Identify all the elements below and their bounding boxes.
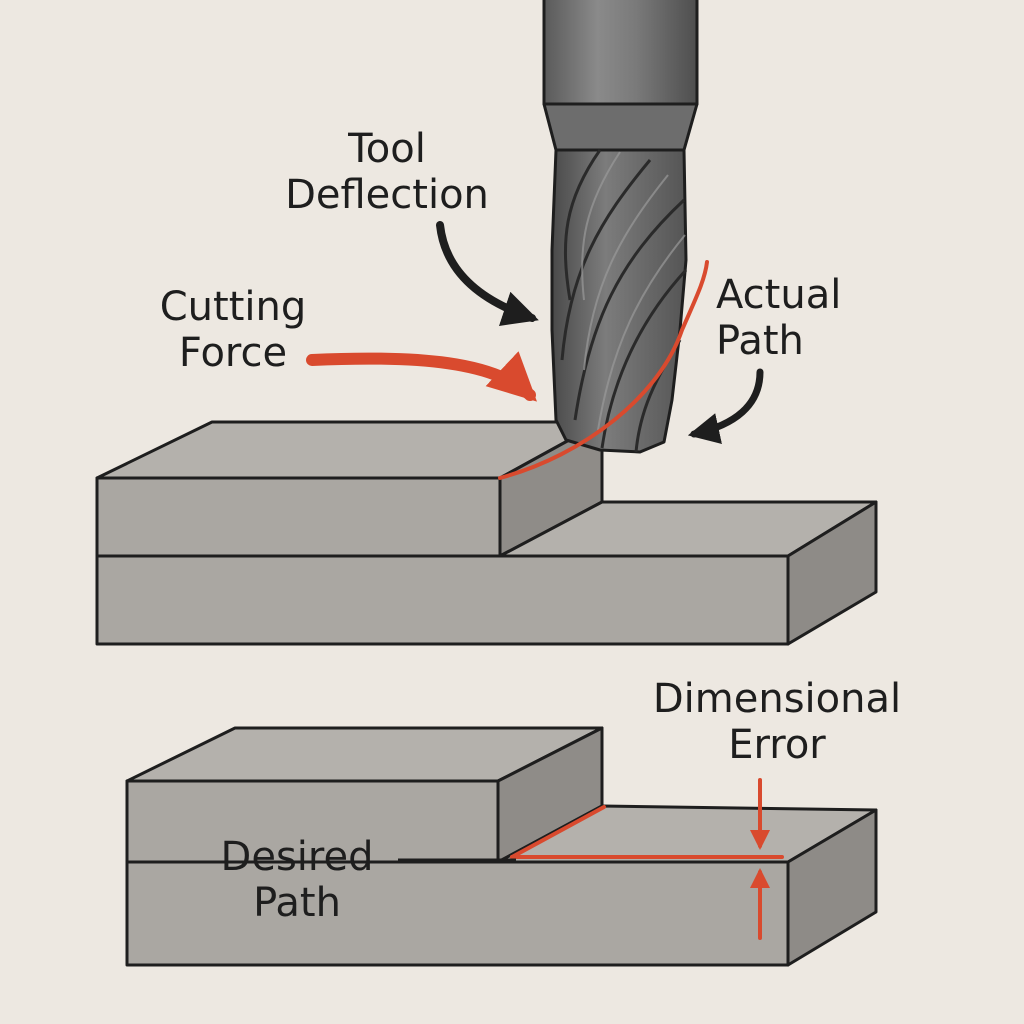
- top-workpiece: [95, 420, 878, 646]
- tool-deflection-arrow: [436, 221, 539, 326]
- bottom-block-right-face: [786, 808, 878, 967]
- tool-collar: [542, 102, 699, 152]
- desired-path-line1: Desired: [220, 834, 374, 880]
- actual-path-label: Actual Path: [716, 272, 886, 364]
- cutting-force-label: Cutting Force: [128, 284, 338, 376]
- cutting-force-line1: Cutting: [159, 284, 307, 330]
- top-block-upper-front-face: [95, 476, 502, 558]
- actual-path-curve: [498, 260, 709, 480]
- tool-deflection-line2: Deflection: [285, 172, 489, 218]
- actual-path-arrow: [687, 368, 764, 444]
- actual-path-line2: Path: [716, 318, 804, 364]
- tool-flutes: [560, 149, 688, 453]
- bottom-workpiece: [125, 726, 878, 967]
- tool-deflection-label: Tool Deflection: [262, 126, 512, 218]
- actual-path-line1: Actual: [716, 272, 842, 318]
- desired-path-label: Desired Path: [196, 834, 398, 926]
- top-block-front-face: [95, 554, 790, 646]
- dimensional-error-label: Dimensional Error: [630, 676, 924, 768]
- tool-deflection-line1: Tool: [348, 126, 426, 172]
- desired-path-line2: Path: [253, 880, 341, 926]
- dimensional-error-line1: Dimensional: [652, 676, 902, 722]
- tool-shank: [542, 0, 699, 106]
- tool-fluted-body: [550, 148, 688, 454]
- desired-path-lines: [510, 805, 784, 859]
- cutting-force-arrow: [306, 351, 537, 402]
- end-mill-tool: [542, 0, 699, 454]
- dimensional-error-line2: Error: [728, 722, 826, 768]
- tool-flute-highlights: [581, 151, 686, 431]
- cutting-force-line2: Force: [178, 330, 288, 376]
- top-block-right-face: [786, 500, 878, 646]
